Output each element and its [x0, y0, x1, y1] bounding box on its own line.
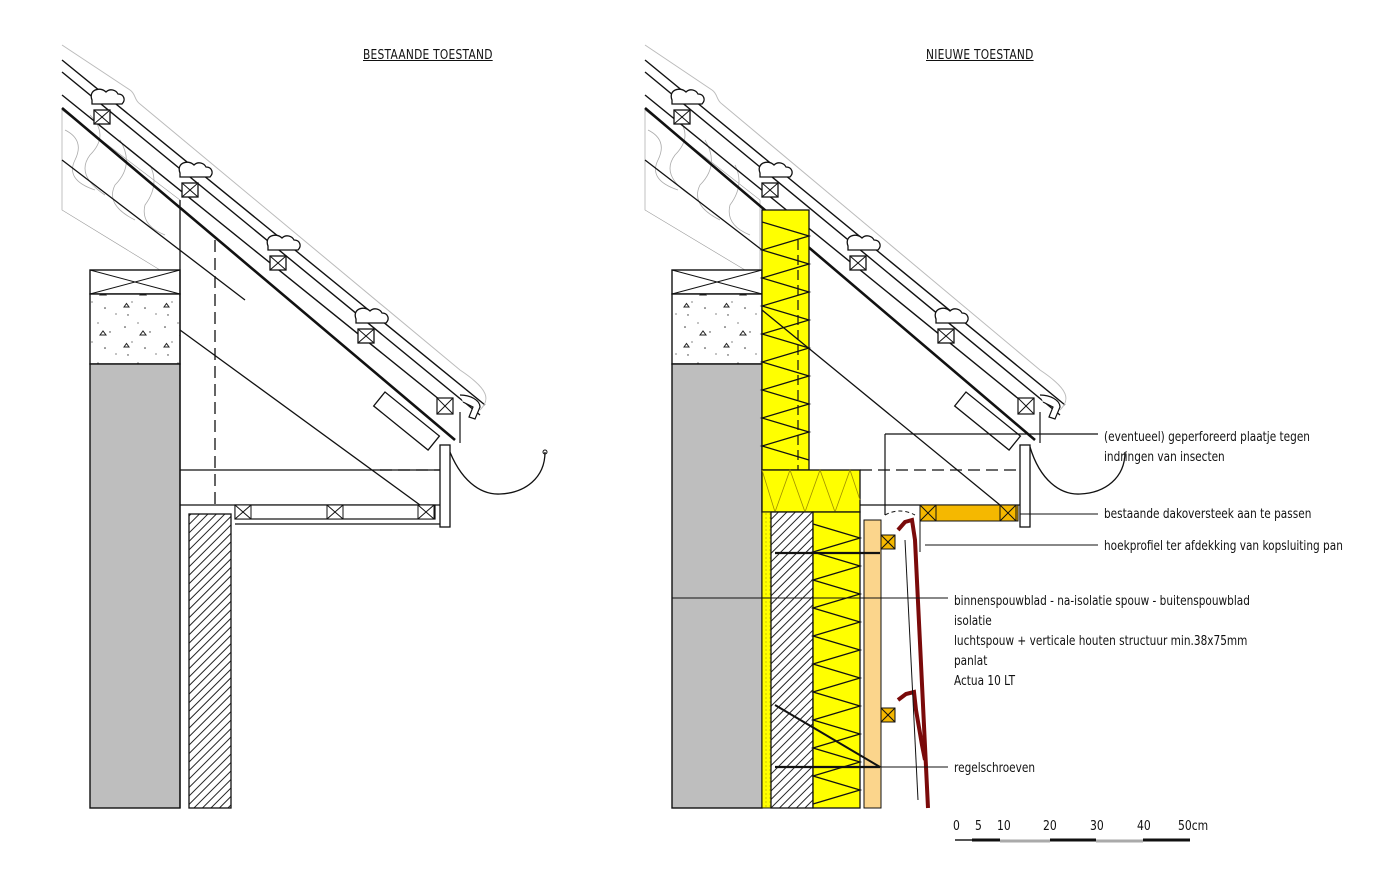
- scale-tick-5: 5: [975, 818, 982, 834]
- annotation-wall-build-up: binnenspouwblad - na-isolatie spouw - bu…: [954, 593, 1250, 689]
- scale-tick-40: 40: [1137, 818, 1151, 834]
- scale-tick-50cm: 50cm: [1178, 818, 1209, 834]
- annotation-screws: regelschroeven: [954, 760, 1036, 776]
- annotation-insect-plate: (eventueel) geperforeerd plaatje tegen i…: [1104, 429, 1310, 465]
- annotation-roof-overhang: bestaande dakoversteek aan te passen: [1104, 506, 1312, 522]
- annotation-corner-profile: hoekprofiel ter afdekking van kopsluitin…: [1104, 538, 1343, 554]
- title-new: NIEUWE TOESTAND: [926, 48, 1034, 63]
- new-situation-detail: [644, 44, 1126, 809]
- leader-lines: [672, 433, 1098, 768]
- scale-tick-0: 0: [953, 818, 960, 834]
- title-existing: BESTAANDE TOESTAND: [363, 48, 493, 63]
- scale-bar: [955, 838, 1190, 843]
- existing-situation-detail: [61, 44, 548, 809]
- scale-tick-30: 30: [1090, 818, 1104, 834]
- scale-tick-10: 10: [997, 818, 1011, 834]
- scale-tick-20: 20: [1043, 818, 1057, 834]
